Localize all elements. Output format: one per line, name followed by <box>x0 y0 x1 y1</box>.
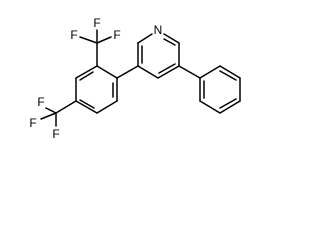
ring-b-bond-5 <box>157 65 180 79</box>
bottom-cf3-fluorine-1-label: F <box>37 95 44 109</box>
ring-b-bond-2 <box>137 33 153 44</box>
ring-b-bond-3 <box>163 33 180 44</box>
ring-a-double-bond-2 <box>79 99 95 109</box>
ring-a-bond-6 <box>75 65 98 79</box>
ring-b-double-bond-3 <box>158 63 176 74</box>
bottom-cf3-fluorine-2-label: F <box>29 116 36 130</box>
bottom-cf3-f1-bond <box>45 107 57 114</box>
pyridine-ring <box>137 33 180 79</box>
ring-c-bond-2 <box>219 65 241 79</box>
pyridine-nitrogen-label: N <box>154 23 163 37</box>
bottom-cf3-f2-bond <box>40 112 57 120</box>
bottom-cf3-fluorine-3-label: F <box>52 127 59 141</box>
ring-b-double-bond-2 <box>163 38 176 46</box>
top-cf3-fluorine-3-label: F <box>113 28 120 42</box>
structure-diagram: N F F F F F F <box>29 16 241 141</box>
aryl-pyridine-bond <box>116 65 139 79</box>
ring-a-bond-3 <box>96 100 118 114</box>
ring-c-double-bond-2 <box>219 98 237 109</box>
ring-a-bond-4 <box>75 100 98 114</box>
pyridine-phenyl-bond <box>178 65 201 79</box>
top-trifluoromethyl-group <box>79 29 112 67</box>
ring-c-bond-1 <box>199 65 221 79</box>
ring-c-bond-5 <box>199 100 221 114</box>
ring-c-double-bond-1 <box>219 70 237 81</box>
top-cf3-fluorine-1-label: F <box>70 28 77 42</box>
top-cf3-f1-bond <box>79 36 98 44</box>
ring-a-double-bond-3 <box>79 71 94 81</box>
molecule-svg: N F F F F F F <box>29 16 241 141</box>
ring-a-bond-1 <box>96 65 118 79</box>
phenyl-ring <box>199 65 241 114</box>
top-cf3-f3-bond <box>96 36 112 44</box>
ring-b-bond-6 <box>137 65 159 79</box>
atom-labels: N F F F F F F <box>29 16 162 141</box>
ring-c-bond-4 <box>219 100 241 114</box>
top-cf3-fluorine-2-label: F <box>93 16 100 30</box>
bottom-cf3-carbon-bond <box>55 100 77 114</box>
bottom-trifluoromethyl-group <box>40 100 77 127</box>
bis-trifluoromethylphenyl-ring <box>75 65 118 114</box>
